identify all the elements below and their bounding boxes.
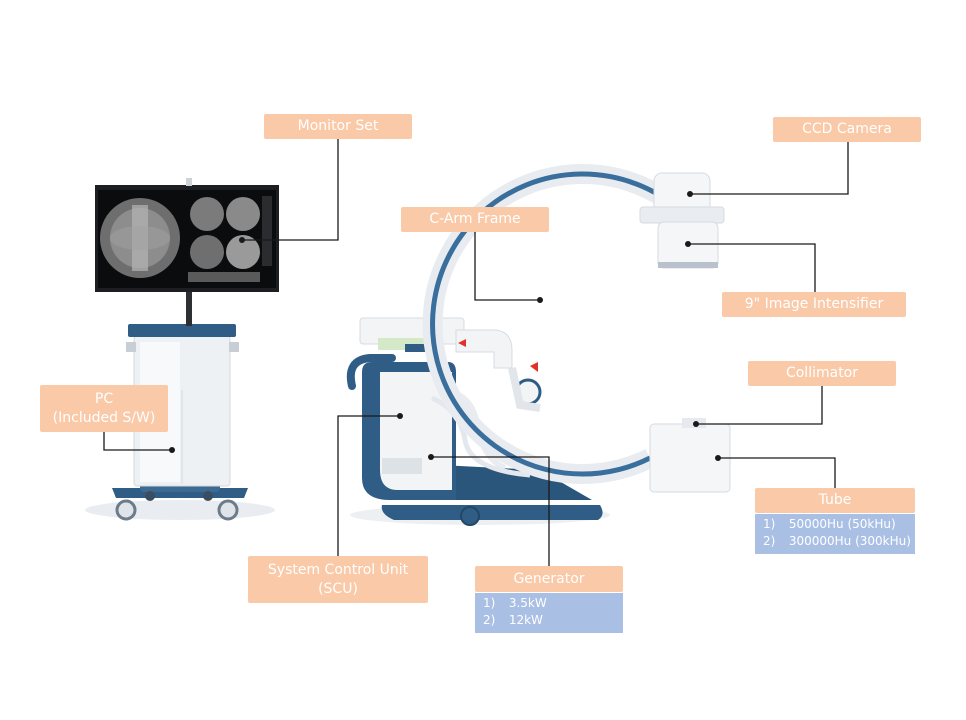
label-c-arm-frame-text: C-Arm Frame: [429, 211, 521, 227]
leader-line-pc: [103, 432, 172, 451]
leader-line-monitor-set: [242, 138, 339, 241]
generator-specs: 1) 3.5kW 2) 12kW: [475, 593, 623, 633]
generator-spec-value: 12kW: [508, 613, 543, 627]
label-image-intensifier: 9" Image Intensifier: [722, 292, 906, 317]
label-scu-line1: System Control Unit: [267, 561, 409, 578]
label-tube: Tube: [755, 488, 915, 513]
leader-line-c-arm-frame: [474, 232, 540, 301]
leader-line-tube: [718, 457, 836, 488]
label-c-arm-frame: C-Arm Frame: [401, 207, 549, 232]
generator-spec-number: 2): [483, 613, 496, 627]
label-ccd-camera: CCD Camera: [773, 117, 921, 142]
tube-spec-number: 2): [763, 534, 776, 548]
label-scu-line2: (SCU): [318, 580, 358, 597]
generator-spec-number: 1): [483, 596, 496, 610]
label-collimator-text: Collimator: [785, 365, 859, 381]
leader-line-ccd-camera: [690, 142, 849, 195]
label-pc-line1: PC: [94, 390, 114, 407]
generator-spec-value: 3.5kW: [508, 596, 547, 610]
c-arm-unit: [346, 164, 731, 526]
tube-specs: 1) 50000Hu (50kHu) 2) 300000Hu (300kHu): [755, 514, 915, 554]
leader-lines: [103, 138, 849, 566]
generator-spec-row: 2) 12kW: [483, 612, 623, 629]
monitor-cart: [85, 178, 279, 521]
label-generator: Generator: [475, 566, 623, 592]
leader-line-image-intensifier: [688, 243, 816, 292]
label-tube-text: Tube: [818, 492, 852, 508]
tube-spec-number: 1): [763, 517, 776, 531]
tube-spec-value: 50000Hu (50kHu): [788, 517, 896, 531]
tube-spec-row: 2) 300000Hu (300kHu): [763, 533, 915, 550]
tube-spec-row: 1) 50000Hu (50kHu): [763, 516, 915, 533]
label-image-intensifier-text: 9" Image Intensifier: [744, 296, 884, 312]
label-monitor-set: Monitor Set: [264, 114, 412, 139]
label-generator-text: Generator: [513, 570, 585, 587]
label-monitor-set-text: Monitor Set: [297, 118, 379, 134]
generator-spec-row: 1) 3.5kW: [483, 595, 623, 612]
label-collimator: Collimator: [748, 361, 896, 386]
label-ccd-camera-text: CCD Camera: [802, 121, 892, 137]
leader-line-scu: [337, 415, 400, 556]
leader-dots: [169, 191, 721, 461]
leader-line-collimator: [696, 386, 823, 425]
label-scu: System Control Unit (SCU): [248, 556, 428, 603]
leader-line-generator: [431, 456, 550, 566]
tube-spec-value: 300000Hu (300kHu): [788, 534, 911, 548]
label-pc: PC (Included S/W): [40, 385, 168, 432]
label-pc-line2: (Included S/W): [52, 409, 156, 426]
